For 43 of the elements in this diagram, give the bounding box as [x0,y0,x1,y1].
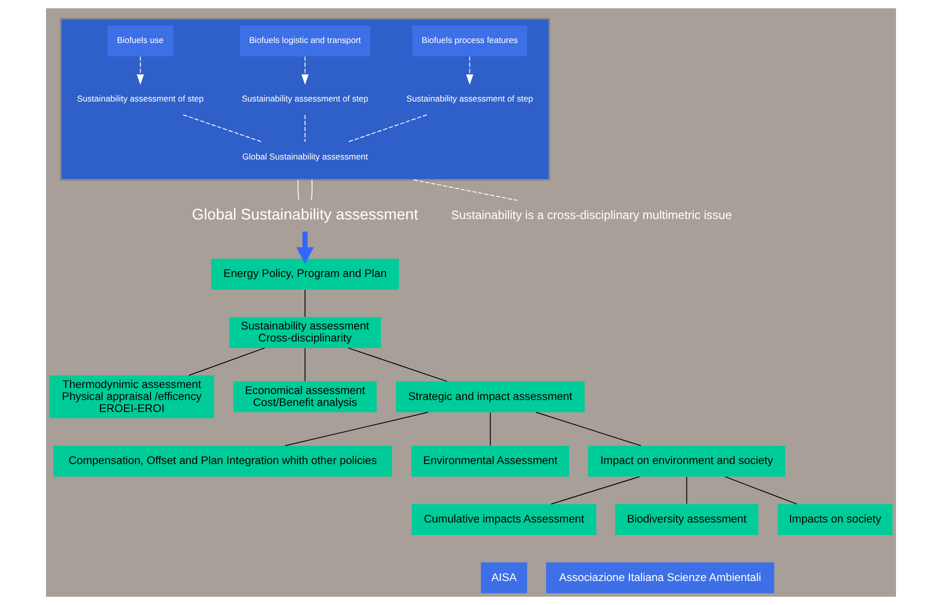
node-box: Sustainability assessment Cross-disciplinarity [228,317,380,348]
connector [724,476,797,504]
arrow [466,56,473,85]
node-box: Biodiversity assessment [614,504,758,535]
node-text: Sustainability assessment of step [241,93,368,104]
connector [304,348,305,382]
connector [284,412,428,446]
node-box: Impacts on society [777,504,892,535]
connector [182,114,262,142]
node-box: Thermodynimic assessment Physical appraisal /efficency EROEI-EROI [48,375,214,418]
node-box: Environmental Assessment [410,446,569,477]
node-box: Economical assessment Cost/Benefit analysis [232,381,376,412]
connector [304,114,305,142]
node-box: Compensation, Offset and Plan Integration whith other policies [52,446,392,477]
node-text: Global Sustainability assessment [242,152,368,162]
node-box: Biofuels use [106,25,173,56]
connector [412,179,518,201]
node-text: Sustainability is a cross-disciplinary multimetric issue [450,208,732,222]
node-text: Sustainability assessment of step [76,93,204,104]
label: AISA [490,572,516,584]
node-box: Strategic and impact assessment [395,381,584,412]
cluster [59,18,550,181]
label: Associazione Italiana Scienze Ambientali [558,572,761,584]
node-box: Biofuels logistic and transport [239,25,370,56]
connector [346,114,427,142]
arrow [136,56,144,85]
node-box: Impact on environment and society [588,446,785,477]
connector [686,476,687,504]
node-box: Biofuels process features [412,25,527,56]
connector [304,290,305,318]
connector [347,348,447,382]
connector [297,179,299,200]
node-box: Energy Policy, Program and Plan [210,258,398,290]
connector [535,412,641,446]
connector [489,412,490,446]
arrow [300,56,308,85]
node-text: Sustainability assessment of step [406,93,533,104]
connector [550,476,640,504]
connector [188,348,265,376]
node-text: Global Sustainability assessment [191,206,418,224]
arrow [296,232,314,264]
node-box: Cumulative impacts Assessment [411,504,596,535]
connector [310,179,312,200]
